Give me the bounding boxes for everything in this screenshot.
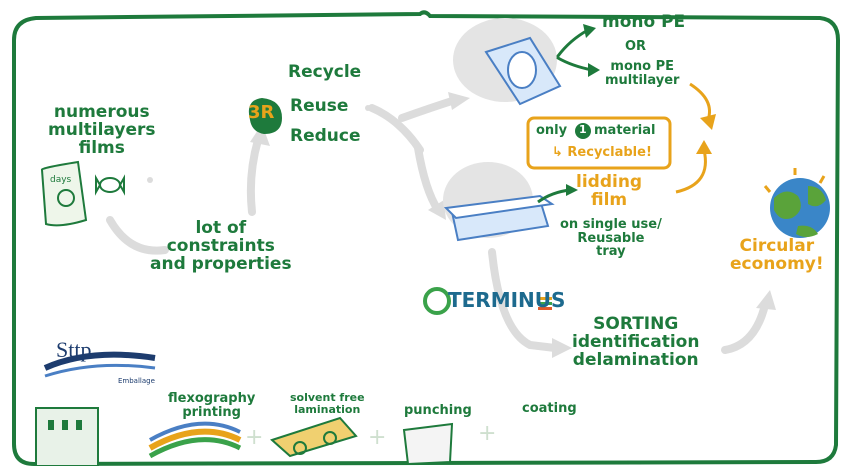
plus-icon: + xyxy=(245,425,263,450)
candy-icon xyxy=(95,174,125,196)
terminus-logo: TERMINUS xyxy=(448,288,566,312)
economy-text: economy! xyxy=(730,253,824,274)
flexography-block: flexography printing xyxy=(168,392,255,419)
arrowhead-bag xyxy=(448,92,470,110)
single-use-text: on single use/ xyxy=(560,217,662,232)
green-frame xyxy=(12,10,841,466)
pouch-illustration xyxy=(484,36,562,106)
mono-multilayer-block: mono PE multilayer xyxy=(605,60,679,87)
plus-icons: + + + xyxy=(245,421,496,450)
film-text: film xyxy=(590,189,628,210)
number-one-text: 1 xyxy=(579,123,587,136)
sttp-logo-waves xyxy=(43,351,156,378)
arrowhead-sorting xyxy=(552,338,572,358)
three-r-badge: 3R xyxy=(248,102,275,123)
number-1-circle xyxy=(575,123,591,139)
orange-arrow-bottom xyxy=(675,149,707,194)
tray-illustration xyxy=(443,194,555,242)
flow-arrow-sorting-to-circular xyxy=(721,301,769,354)
identification-text: identification xyxy=(572,331,700,352)
circular-text: Circular xyxy=(739,236,815,256)
arrowhead-circular xyxy=(756,290,776,310)
multilayers-text: multilayers xyxy=(48,119,156,140)
flexography-icon xyxy=(148,421,242,459)
terminus-layers-icon xyxy=(538,297,552,310)
tray-block: on single use/ Reusable tray xyxy=(560,218,662,259)
printing-text: printing xyxy=(182,404,241,420)
sorting-block: SORTING identification delamination xyxy=(572,314,700,370)
coating-text: coating xyxy=(522,401,577,416)
properties-text: and properties xyxy=(150,253,292,274)
lidding-block: lidding film xyxy=(576,172,643,210)
multilayer-text: multilayer xyxy=(605,72,680,88)
tray-text: tray xyxy=(596,244,626,260)
material-text: material xyxy=(594,123,656,138)
building-icon xyxy=(35,407,99,466)
reusable-text: Reusable xyxy=(577,230,645,246)
flow-arrow-split-to-bag xyxy=(398,96,459,122)
punching-icon xyxy=(402,422,454,466)
material-box xyxy=(526,116,672,170)
flexography-text: flexography xyxy=(168,391,256,406)
punching-text: punching xyxy=(404,403,472,418)
sttp-logo: Sttp xyxy=(56,337,92,362)
terminus-logo-ring xyxy=(423,287,451,315)
solvent-free-text: solvent free xyxy=(290,391,365,404)
films-heading: numerous multilayers films xyxy=(48,102,156,158)
recycle-text: Recycle xyxy=(288,62,362,82)
only-text: only xyxy=(536,123,568,138)
three-r-badge-bg xyxy=(248,98,282,134)
lamination-block: solvent free lamination xyxy=(290,392,365,415)
plus-icon: + xyxy=(368,425,386,450)
circular-economy-block: Circular economy! xyxy=(730,236,824,274)
plus-icon: + xyxy=(478,421,496,446)
fork-arrow-down xyxy=(556,56,594,72)
numerous-text: numerous xyxy=(53,102,150,122)
lamination-text: lamination xyxy=(294,402,361,416)
flow-arrow-constraints-to-3r xyxy=(246,136,262,216)
arrowhead-tray xyxy=(428,200,446,220)
lamination-icon xyxy=(270,416,358,458)
reuse-text: Reuse xyxy=(290,96,349,116)
films-text: films xyxy=(78,137,125,158)
sorting-text: SORTING xyxy=(593,314,679,334)
fork-arrow-up xyxy=(556,28,590,58)
bag-label: days xyxy=(50,175,72,185)
mono-pe-2-text: mono PE xyxy=(610,59,675,74)
or-text: OR xyxy=(625,39,647,54)
arrowhead-3r xyxy=(250,124,270,146)
flow-arrow-tray-to-sorting xyxy=(488,248,559,352)
lidding-text: lidding xyxy=(576,172,643,192)
orange-arrow-top xyxy=(689,82,711,121)
sttp-logo-subtitle: Emballage xyxy=(118,377,155,385)
flow-arrow-split-to-tray xyxy=(414,144,442,214)
constraints-block: lot of constraints and properties xyxy=(150,218,292,274)
films-bag-icon xyxy=(40,160,88,227)
mono-pe-text: mono PE xyxy=(602,12,686,32)
constraints-text: constraints xyxy=(166,235,275,256)
recyclable-text: ↳ Recyclable! xyxy=(552,145,652,160)
lidding-arrow xyxy=(537,188,571,204)
globe-icon xyxy=(763,168,830,238)
reduce-text: Reduce xyxy=(290,126,361,146)
delamination-text: delamination xyxy=(572,349,699,370)
lot-of-text: lot of xyxy=(195,218,247,238)
flow-arrow-films-to-constraints xyxy=(106,216,169,255)
